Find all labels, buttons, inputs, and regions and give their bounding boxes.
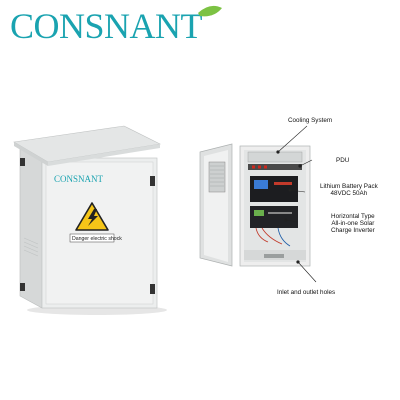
callout-battery-line2: 48VDC 50Ah — [330, 190, 368, 197]
callout-inverter-line2: All-in-one Solar — [331, 220, 375, 227]
warning-label: Danger electric shock — [72, 236, 122, 242]
callout-pdu: PDU — [336, 157, 350, 164]
callout-inverter-line3: Charge Inverter — [331, 227, 375, 234]
callout-inverter-line1: Horizontal Type — [331, 213, 375, 220]
open-cabinet-image — [198, 138, 333, 270]
callout-battery-line1: Lithium Battery Pack — [320, 183, 378, 190]
callout-inverter: Horizontal Type All-in-one Solar Charge … — [331, 213, 375, 234]
callout-inlet-outlet-holes: Inlet and outlet holes — [277, 289, 336, 296]
cabinet-brand-badge: CONSNANT — [54, 174, 104, 184]
leaf-icon — [198, 5, 222, 17]
callout-battery-pack: Lithium Battery Pack 48VDC 50Ah — [320, 183, 378, 197]
callout-cooling-system: Cooling System — [288, 117, 333, 124]
brand-logo: CONSNANT — [10, 4, 225, 44]
logo-text: CONSNANT — [10, 6, 203, 44]
electric-shock-warning-icon — [75, 202, 109, 231]
closed-cabinet-image: CONSNANT Danger electric shock — [12, 118, 177, 318]
